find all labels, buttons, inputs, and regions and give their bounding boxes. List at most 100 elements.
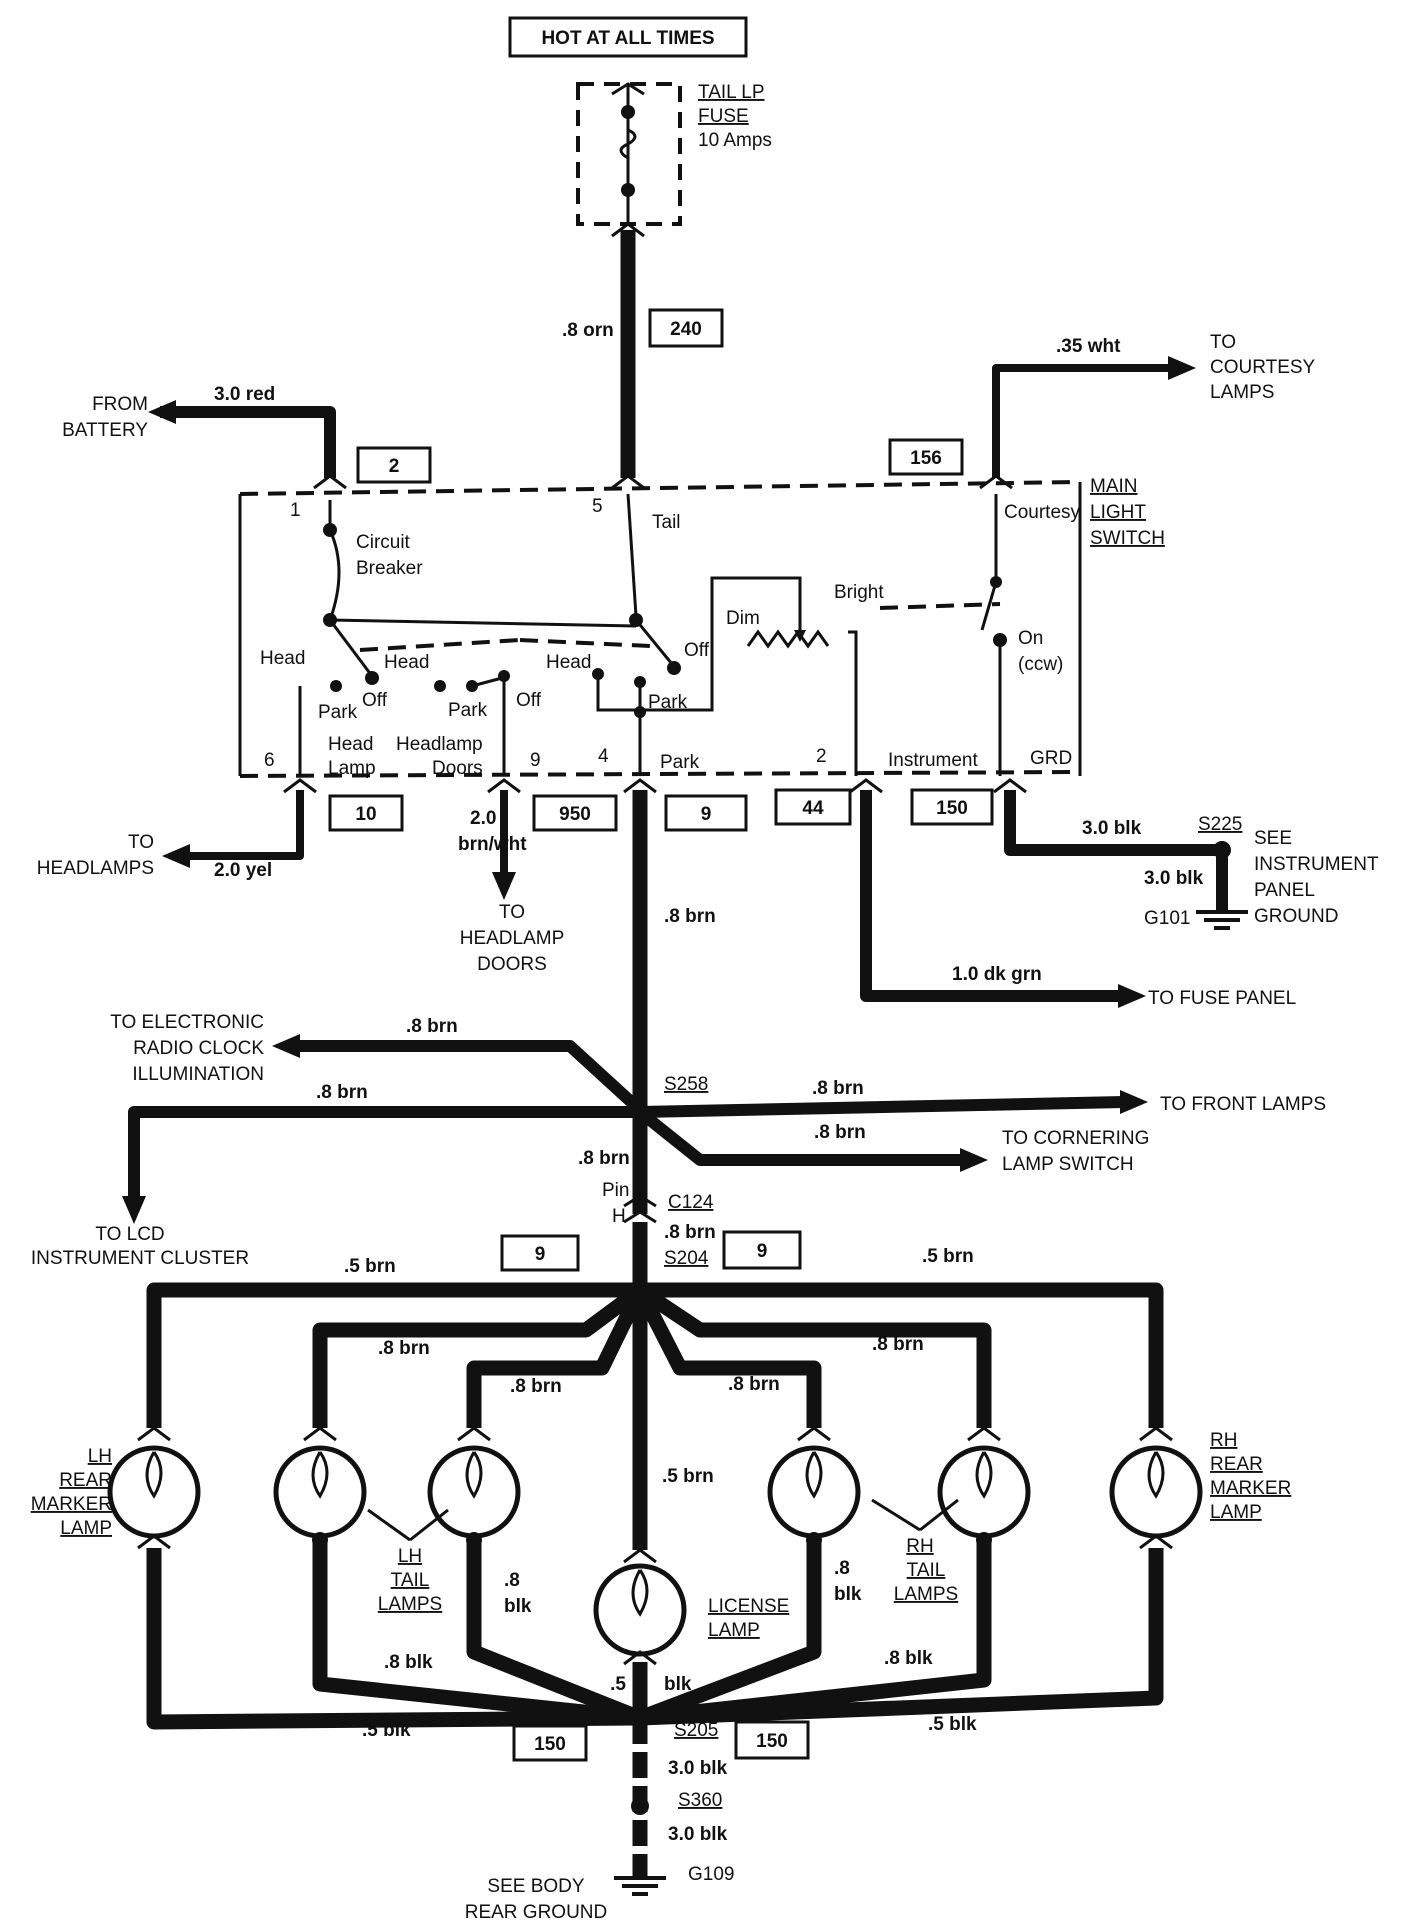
label-park-2: Park (448, 700, 488, 721)
wire-blk8-right-label: .8 blk (884, 1648, 933, 1669)
splice-s225: S225 (1198, 814, 1242, 835)
label-dim: Dim (726, 608, 760, 629)
circuit-44-box (774, 788, 852, 826)
label-head-lamp-2: Lamp (328, 758, 376, 779)
fuse-label-1: TAIL LP (698, 82, 765, 103)
wire-wht (992, 364, 1170, 478)
label-off-2: Off (516, 690, 542, 711)
battery-label-2: BATTERY (62, 420, 148, 441)
lh-tail-label-2: TAIL (391, 1570, 430, 1591)
rh-tail-label-1: RH (906, 1536, 933, 1557)
pin-6: 6 (264, 750, 275, 771)
label-off-1: Off (362, 690, 388, 711)
fuse-label-3: 10 Amps (698, 130, 772, 151)
wire-brn8-d-label: .8 brn (872, 1334, 924, 1355)
circuit-950: 950 (559, 804, 591, 825)
rh-tail-lamp-2-icon (937, 1426, 1031, 1548)
circuit-2-box (356, 446, 432, 484)
ipgnd-label-4: GROUND (1254, 906, 1338, 927)
circuit-150c: 150 (756, 1731, 788, 1752)
header-label: HOT AT ALL TIMES (541, 28, 714, 49)
front-label: TO FRONT LAMPS (1160, 1094, 1326, 1115)
wire-orn-label: .8 orn (562, 320, 614, 341)
rh-marker-label-2: REAR (1210, 1454, 1263, 1475)
fuse-label-2: FUSE (698, 106, 749, 127)
wire-blk3-b-label: 3.0 blk (668, 1824, 728, 1845)
wire-blk-gnd (1004, 790, 1228, 910)
ground-g109: G109 (688, 1864, 734, 1885)
label-park-term: Park (660, 752, 700, 773)
circuit-240: 240 (670, 319, 702, 340)
lcd-label-1: TO LCD (95, 1224, 164, 1245)
courtesy-label-1: TO (1210, 332, 1236, 353)
wire-brn8-a-label: .8 brn (378, 1338, 430, 1359)
label-tail: Tail (652, 512, 681, 533)
lh-marker-label-3: MARKER (31, 1494, 112, 1515)
rh-tail-pointer (871, 1498, 959, 1532)
circuit-10: 10 (355, 804, 376, 825)
splice-s258: S258 (664, 1074, 708, 1095)
ground-g101-icon (1196, 910, 1248, 930)
connector-c124-icon (623, 1194, 657, 1224)
wire-front (639, 1096, 1125, 1118)
wire-front-label: .8 brn (812, 1078, 864, 1099)
circuit-156: 156 (910, 448, 942, 469)
pin-label-1: Pin (602, 1180, 629, 1201)
wire-blk8-left-label: .8 blk (384, 1652, 433, 1673)
circuit-150c-box (734, 1720, 810, 1760)
rh-marker-label-1: RH (1210, 1430, 1237, 1451)
circuit-2: 2 (389, 456, 400, 477)
ground-g101: G101 (1144, 908, 1190, 929)
wire-lcd-label: .8 brn (316, 1082, 368, 1103)
doors-label-3: DOORS (477, 954, 547, 975)
label-grd: GRD (1030, 748, 1072, 769)
wire-brn-main-label: .8 brn (664, 906, 716, 927)
radio-label-2: RADIO CLOCK (133, 1038, 264, 1059)
wire-yel-label: 2.0 yel (214, 860, 272, 881)
rh-tail-lamp-1-icon (767, 1426, 861, 1548)
lh-marker-label-2: REAR (59, 1470, 112, 1491)
splice-s205: S205 (674, 1720, 718, 1741)
lh-marker-label-1: LH (88, 1446, 112, 1467)
wire-blk-gnd-label: 3.0 blk (1082, 818, 1142, 839)
wire-blk8-r-label-1: .8 (834, 1558, 850, 1579)
rear-ground-label-1: SEE BODY (487, 1876, 584, 1897)
wire-dkgrn (860, 790, 1124, 1002)
switch-name-1: MAIN (1090, 476, 1138, 497)
wire-c124-label: .8 brn (578, 1148, 630, 1169)
switch-internals (298, 493, 1007, 776)
wire-corner (636, 1107, 964, 1166)
doors-label-1: TO (499, 902, 525, 923)
label-headlamp-doors-2: Doors (432, 758, 483, 779)
wire-red (160, 406, 336, 478)
splice-s204: S204 (664, 1248, 709, 1269)
circuit-150a: 150 (936, 798, 968, 819)
main-light-switch (238, 480, 1082, 778)
wire-blk8-r-label-2: blk (834, 1584, 862, 1605)
header-box (508, 16, 748, 58)
wire-blk5-lic-label-1: .5 (610, 1674, 626, 1695)
wire-brn8-c-label: .8 brn (728, 1374, 780, 1395)
label-park-1: Park (318, 702, 358, 723)
circuit-156-box (888, 438, 964, 476)
label-ccw: (ccw) (1018, 654, 1063, 675)
label-head-2: Head (384, 652, 429, 673)
circuit-240-box (648, 308, 724, 348)
circuit-10-box (328, 794, 404, 832)
label-head-lamp-1: Head (328, 734, 373, 755)
circuit-9a-box (664, 794, 748, 832)
label-headlamp-doors-1: Headlamp (396, 734, 483, 755)
courtesy-label-2: COURTESY (1210, 357, 1316, 378)
label-courtesy: Courtesy (1004, 502, 1081, 523)
wire-blk5-left-label: .5 blk (362, 1720, 411, 1741)
wire-brn8-b-label: .8 brn (510, 1376, 562, 1397)
label-circuit-breaker-2: Breaker (356, 558, 423, 579)
circuit-9c-box (722, 1230, 802, 1270)
wire-yel (186, 790, 304, 860)
wire-radio (296, 1040, 645, 1115)
lh-tail-pointer (367, 1508, 449, 1542)
label-bright: Bright (834, 582, 884, 603)
wire-blk8-l-label-1: .8 (504, 1570, 520, 1591)
splice-s360-dot (631, 1797, 649, 1815)
headlamps-label-1: TO (128, 832, 154, 853)
